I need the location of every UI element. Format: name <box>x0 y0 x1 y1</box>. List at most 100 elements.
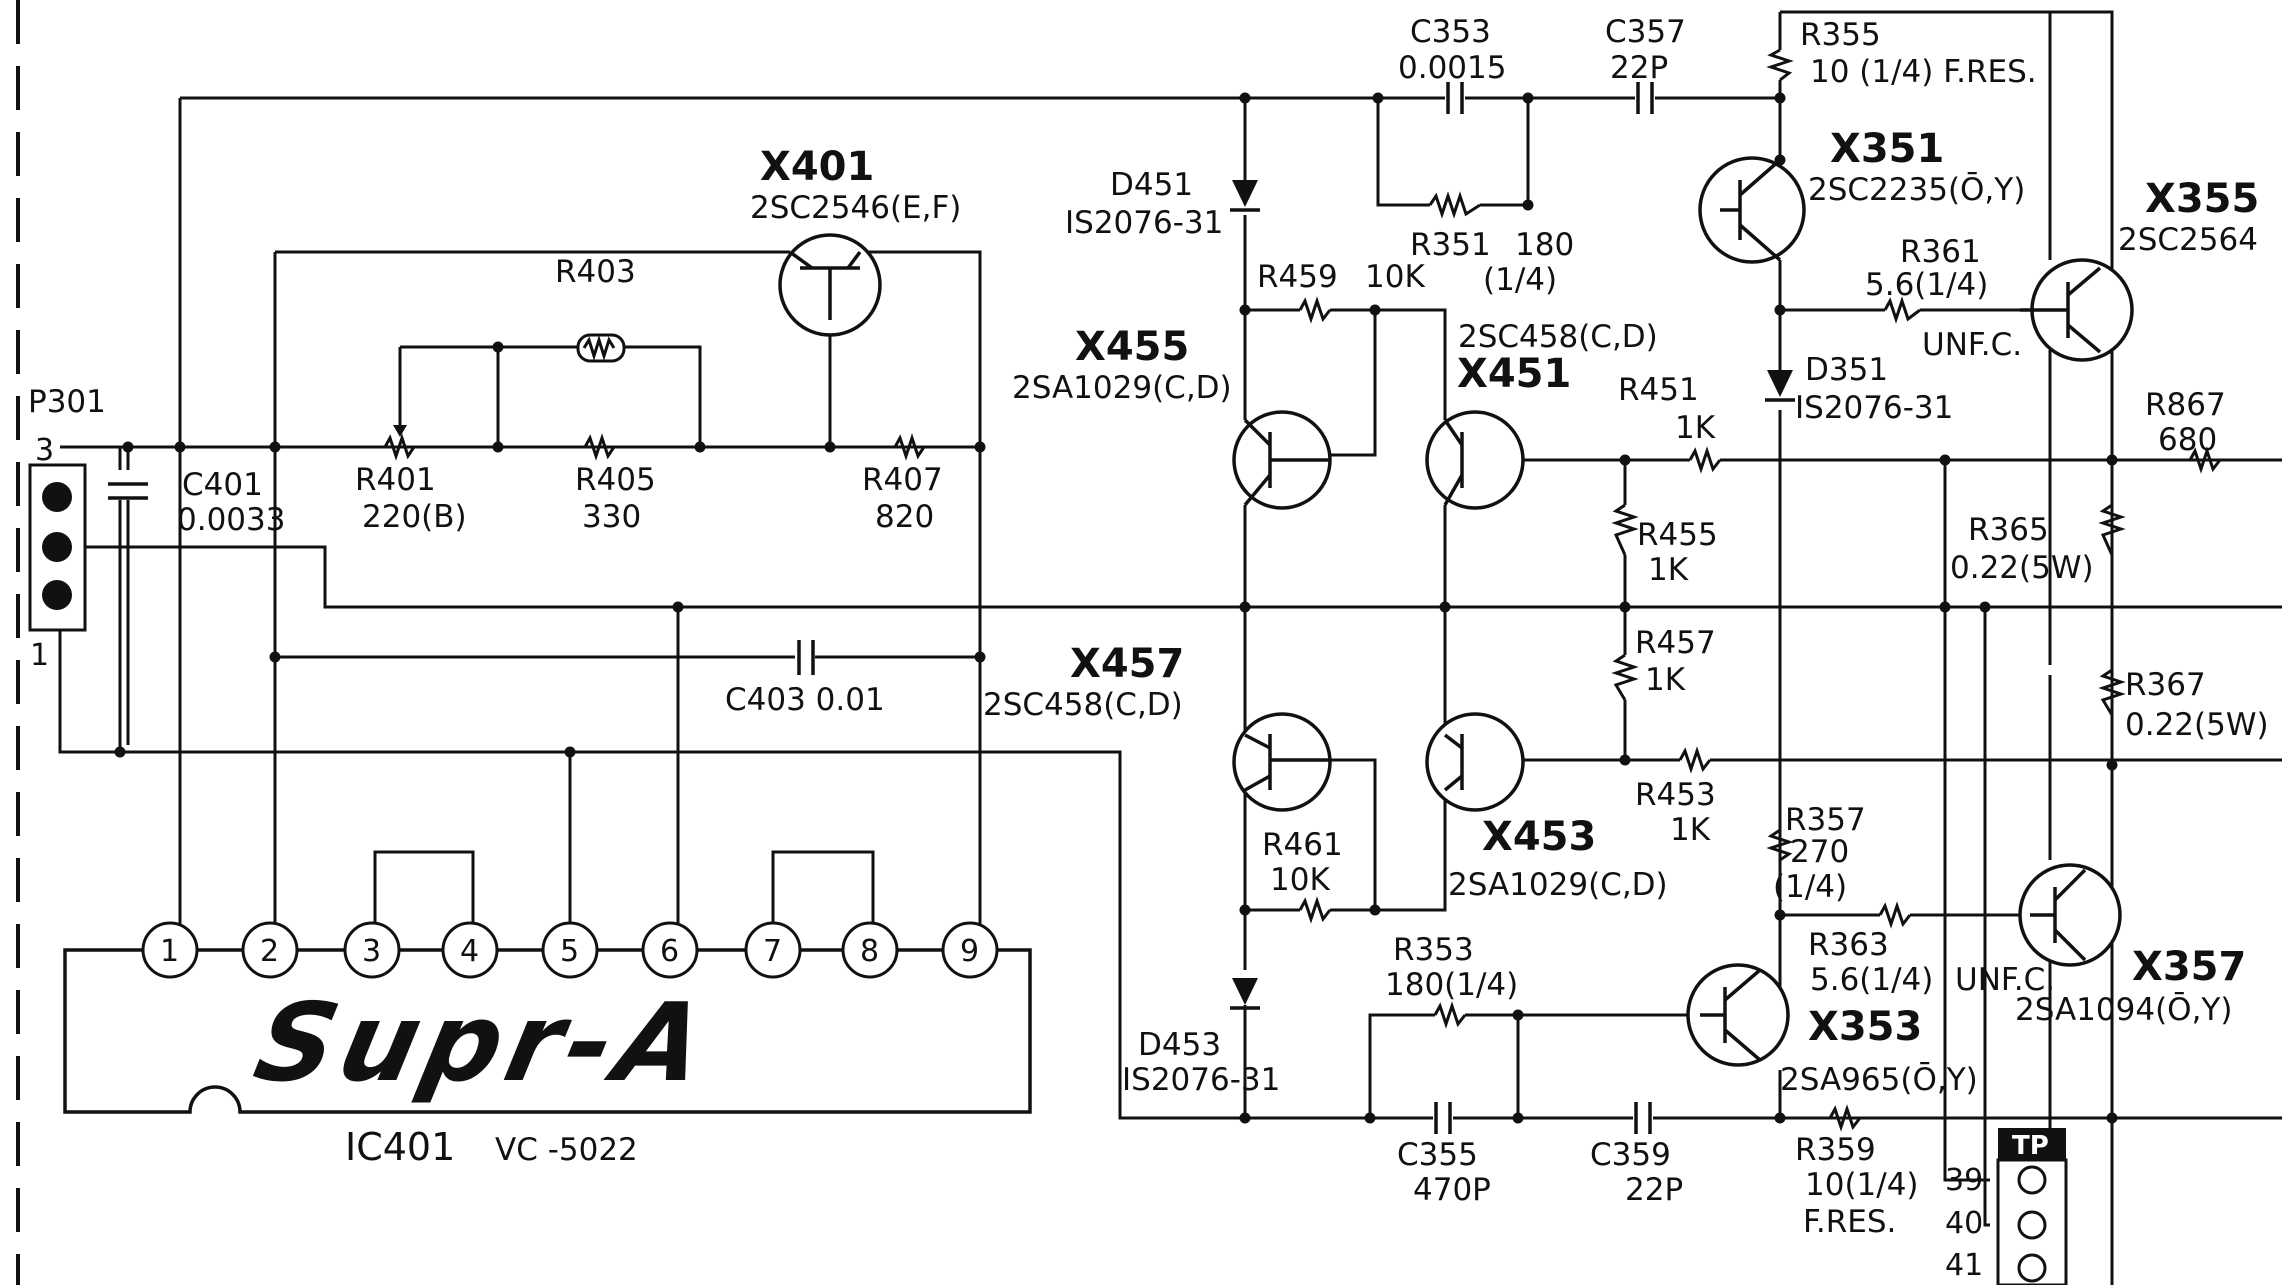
component-label: 270 <box>1790 834 1849 870</box>
resistor-r353: R353 180(1/4) <box>1385 932 1518 1029</box>
component-label: C359 <box>1590 1137 1671 1173</box>
component-label: 39 <box>1945 1163 1983 1198</box>
component-label: 8 <box>860 934 879 969</box>
connector-pin-3: 3 <box>35 433 54 468</box>
component-label: IC401 <box>345 1125 455 1169</box>
component-label: R461 <box>1262 827 1343 863</box>
resistor-r453: R453 1K <box>1635 746 1716 848</box>
component-label: 2SA1029(C,D) <box>1012 370 1232 406</box>
component-label: R459 <box>1257 259 1338 295</box>
component-label: R407 <box>862 462 943 498</box>
component-label: R351 <box>1410 227 1491 263</box>
component-label: R359 <box>1795 1132 1876 1168</box>
component-label: 2SC2546(E,F) <box>750 190 961 226</box>
component-label: 22P <box>1610 50 1668 86</box>
component-label: 2 <box>260 934 279 969</box>
component-label: R357 <box>1785 802 1866 838</box>
component-label: R457 <box>1635 625 1716 661</box>
component-label: R403 <box>555 254 636 290</box>
component-label: X401 <box>760 144 874 190</box>
component-label: 2SA1094(Ō,Y) <box>2015 992 2232 1028</box>
resistor-r355: R355 10 (1/4) F.RES. <box>1766 17 2037 90</box>
connector-p301: P301 3 1 <box>28 384 106 673</box>
component-label: C357 <box>1605 14 1686 50</box>
component-label: 40 <box>1945 1206 1983 1241</box>
component-label: R455 <box>1637 517 1718 553</box>
component-label: C353 <box>1410 14 1491 50</box>
transistor-x351: X351 2SC2235(Ō,Y) <box>1698 126 2025 264</box>
component-label: 2SC2235(Ō,Y) <box>1808 172 2025 208</box>
component-label: R453 <box>1635 777 1716 813</box>
resistor-r361: R361 5.6(1/4) UNF.C. <box>1865 234 2022 363</box>
component-label: IS2076-31 <box>1795 390 1953 426</box>
resistor-r405: R405 330 <box>575 433 656 535</box>
resistor-r407: R407 820 <box>862 433 943 535</box>
component-label: 4 <box>460 934 479 969</box>
transistor-x455: X455 2SA1029(C,D) <box>1012 324 1332 510</box>
component-label: 10K <box>1270 862 1330 898</box>
component-label: 6 <box>660 934 679 969</box>
connector-label: P301 <box>28 384 106 420</box>
component-label: UNF.C. <box>1955 962 2055 998</box>
component-label: X453 <box>1482 814 1596 860</box>
component-label: 0.0015 <box>1398 50 1506 86</box>
component-label: 22P <box>1625 1172 1683 1208</box>
component-label: 2SC458(C,D) <box>983 687 1183 723</box>
component-label: R405 <box>575 462 656 498</box>
resistor-r461: R461 10K <box>1262 827 1343 924</box>
component-label: VC -5022 <box>495 1132 638 1168</box>
component-label: D451 <box>1110 167 1193 203</box>
component-label: 5 <box>560 934 579 969</box>
component-label: 0.0033 <box>177 502 285 538</box>
transistor-x353: X353 2SA965(Ō,Y) <box>1686 963 1978 1098</box>
component-label: (1/4) <box>1773 869 1847 905</box>
component-label: X355 <box>2145 176 2259 222</box>
ic-logo: Supr-A <box>245 980 721 1106</box>
resistor-r457: R457 1K <box>1611 625 1716 701</box>
component-label: 7 <box>763 934 782 969</box>
transistor-x453: X453 2SA1029(C,D) <box>1425 712 1668 903</box>
component-label: 2SA965(Ō,Y) <box>1780 1062 1978 1098</box>
component-label: 1 <box>160 934 179 969</box>
ic-pins: 1 2 3 4 5 6 7 8 9 <box>141 921 999 979</box>
capacitor-c401: C401 0.0033 <box>100 467 285 538</box>
component-label: 10K <box>1365 259 1425 295</box>
component-label: 2SC2564 <box>2118 222 2258 258</box>
resistor-r455: R455 1K <box>1611 503 1718 588</box>
component-label: X457 <box>1070 641 1184 687</box>
resistor-r451: R451 1K <box>1618 372 1722 474</box>
transistor-x457: X457 2SC458(C,D) <box>983 641 1332 812</box>
component-label: 0.22(5W) <box>2125 707 2269 743</box>
component-label: 10 (1/4) F.RES. <box>1810 54 2037 90</box>
component-label: 3 <box>362 934 381 969</box>
thermistor-r403: R403 <box>555 254 636 363</box>
component-label: R365 <box>1968 512 2049 548</box>
diode-d351: D351 IS2076-31 <box>1765 352 1953 426</box>
diode-d451: D451 IS2076-31 <box>1065 167 1260 241</box>
component-label: R353 <box>1393 932 1474 968</box>
component-label: R355 <box>1800 17 1881 53</box>
component-label: 5.6(1/4) <box>1810 962 1933 998</box>
component-label: (1/4) <box>1483 262 1557 298</box>
component-label: 2SA1029(C,D) <box>1448 867 1668 903</box>
component-label: R361 <box>1900 234 1981 270</box>
component-label: 5.6(1/4) <box>1865 267 1988 303</box>
component-label: 9 <box>960 934 979 969</box>
diode-d453: D453 IS2076-31 <box>1122 978 1280 1098</box>
resistor-r357: R357 270 (1/4) <box>1766 802 1866 905</box>
component-label: C355 <box>1397 1137 1478 1173</box>
resistor-r867: R867 680 <box>2145 387 2226 474</box>
resistor-r365: R365 0.22(5W) <box>1950 503 2126 586</box>
resistor-r351: R351 180 (1/4) <box>1410 191 1574 298</box>
component-label: 0.22(5W) <box>1950 550 2094 586</box>
component-label: 220(B) <box>362 499 467 535</box>
component-label: 330 <box>582 499 641 535</box>
component-label: 1K <box>1645 662 1686 698</box>
capacitor-c357: C357 22P <box>1605 14 1686 116</box>
capacitor-c359: C359 22P <box>1590 1100 1683 1208</box>
capacitor-c355: C355 470P <box>1397 1100 1491 1208</box>
component-label: C403 0.01 <box>725 682 885 718</box>
component-label: 1K <box>1670 812 1711 848</box>
component-label: R367 <box>2125 667 2206 703</box>
